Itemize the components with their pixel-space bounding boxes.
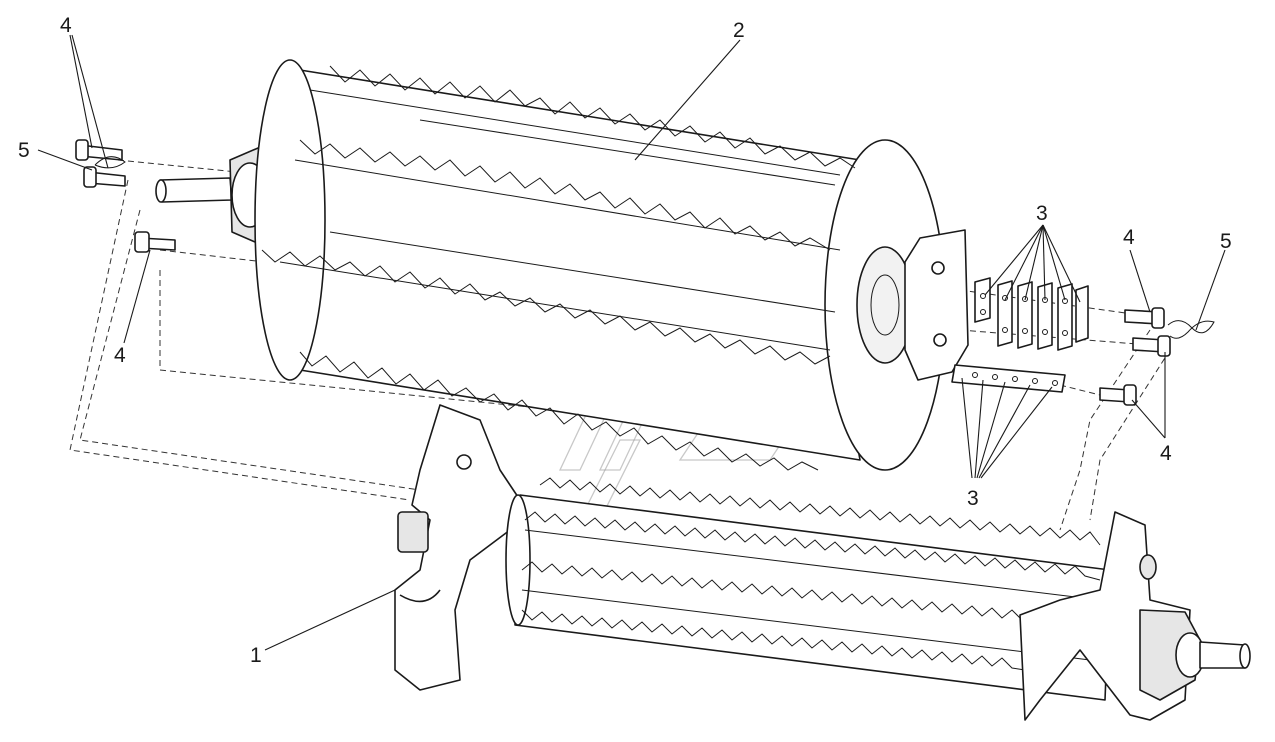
callout-2-drum: 2 bbox=[733, 19, 745, 42]
callout-4-left-bottom: 4 bbox=[114, 344, 126, 367]
callout-4-left-top: 4 bbox=[60, 14, 72, 37]
lower-frame-roller bbox=[394, 404, 1251, 721]
callout-labels: 4 5 4 2 3 3 4 5 4 1 bbox=[18, 14, 1232, 667]
bolts-and-wire bbox=[75, 139, 1215, 406]
callout-3-top: 3 bbox=[1036, 202, 1048, 225]
leader-lines bbox=[37, 34, 1226, 651]
knife-bars bbox=[951, 277, 1089, 393]
callout-4-right-bottom: 4 bbox=[1160, 442, 1172, 465]
callout-3-bottom: 3 bbox=[967, 487, 979, 510]
callout-5-right: 5 bbox=[1220, 230, 1232, 253]
callout-5-left: 5 bbox=[18, 139, 30, 162]
callout-4-right-top: 4 bbox=[1123, 226, 1135, 249]
callout-1-frame: 1 bbox=[250, 644, 262, 667]
upper-drum bbox=[155, 59, 969, 471]
